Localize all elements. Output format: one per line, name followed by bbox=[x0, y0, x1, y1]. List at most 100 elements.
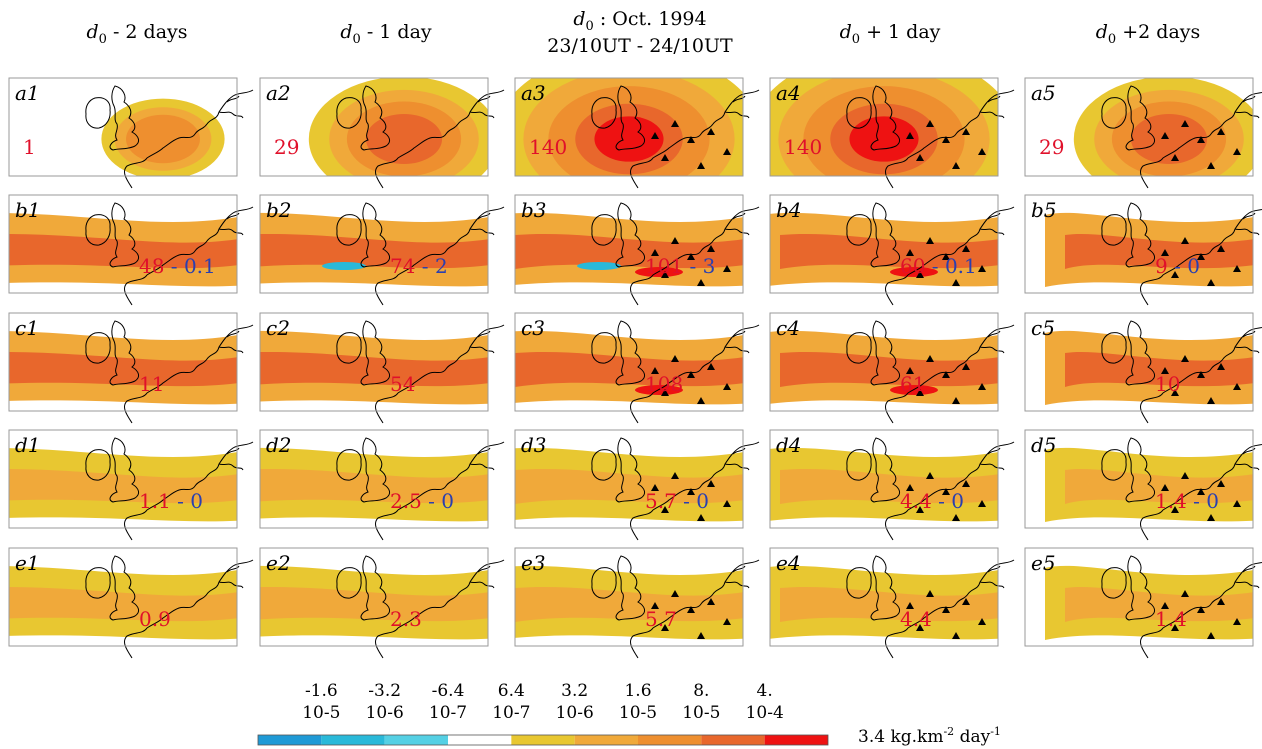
panel-frame bbox=[8, 194, 238, 294]
coastline-path bbox=[360, 85, 391, 151]
panel-label: c5 bbox=[1031, 316, 1055, 340]
panel-label: b3 bbox=[521, 198, 547, 222]
station-marker bbox=[707, 598, 715, 605]
coastline-path bbox=[336, 97, 362, 129]
panel-label: c2 bbox=[266, 316, 290, 340]
station-marker bbox=[661, 506, 669, 513]
coastline-path bbox=[1234, 228, 1260, 236]
panel-label: c4 bbox=[776, 316, 800, 340]
colorbar-tick-exponent: 10-5 bbox=[619, 703, 657, 723]
header-subscript: 0 bbox=[1108, 32, 1116, 47]
station-marker bbox=[1217, 128, 1225, 135]
coastline-path bbox=[336, 567, 362, 599]
station-marker bbox=[1171, 506, 1179, 513]
coastline-path bbox=[1242, 330, 1256, 338]
header-prefix: d bbox=[86, 21, 98, 43]
panel-value: 140 bbox=[529, 135, 567, 159]
station-marker bbox=[1197, 488, 1205, 495]
value-separator: - bbox=[677, 489, 696, 513]
column-header-date: 23/10UT - 24/10UT bbox=[547, 35, 733, 57]
coastline-path bbox=[987, 212, 1001, 220]
value-positive: 9 bbox=[1155, 254, 1168, 278]
field-inner bbox=[260, 233, 488, 269]
field-inner bbox=[515, 351, 743, 387]
station-marker bbox=[926, 590, 934, 597]
header-prefix: d bbox=[840, 21, 852, 43]
panel-frame bbox=[769, 312, 999, 412]
station-marker bbox=[1207, 162, 1215, 169]
value-positive: 140 bbox=[784, 135, 822, 159]
coastline-path bbox=[85, 214, 111, 246]
coastline-path bbox=[979, 111, 1005, 119]
colorbar-segment bbox=[321, 735, 385, 745]
panel-value: 4.4 bbox=[900, 607, 932, 631]
station-marker bbox=[651, 367, 659, 374]
station-marker bbox=[1233, 265, 1241, 272]
coastline-path bbox=[630, 441, 760, 541]
coastline-path bbox=[732, 330, 746, 338]
station-marker bbox=[661, 271, 669, 278]
field-inner bbox=[260, 351, 488, 387]
station-marker bbox=[687, 606, 695, 613]
coastline-path bbox=[375, 441, 505, 541]
panel-d4: d44.4 - 0 bbox=[769, 429, 1015, 541]
colorbar-unit: 3.4 kg.km-2 day-1 bbox=[858, 725, 1001, 747]
coastline-path bbox=[885, 89, 1015, 189]
station-marker bbox=[1161, 132, 1169, 139]
panel-value: 0.9 bbox=[139, 607, 171, 631]
coastline-path bbox=[1125, 202, 1156, 268]
coastline-path bbox=[124, 206, 254, 306]
coastline-path bbox=[987, 447, 1001, 455]
coastline-path bbox=[124, 89, 254, 189]
coastline-path bbox=[336, 214, 362, 246]
station-marker bbox=[661, 154, 669, 161]
coastline-path bbox=[885, 206, 1015, 306]
station-marker bbox=[687, 488, 695, 495]
station-marker bbox=[723, 265, 731, 272]
unit-mid: day bbox=[954, 727, 990, 747]
panel-b5: b59 - 0 bbox=[1024, 194, 1262, 306]
colorbar-segment bbox=[638, 735, 702, 745]
concentration-field bbox=[770, 212, 998, 287]
station-marker bbox=[1181, 355, 1189, 362]
station-marker bbox=[707, 128, 715, 135]
coastline-path bbox=[336, 332, 362, 364]
header-prefix: d bbox=[340, 21, 352, 43]
value-separator: - bbox=[1168, 254, 1187, 278]
station-marker bbox=[942, 488, 950, 495]
coastline-path bbox=[85, 567, 111, 599]
field-inner bbox=[260, 468, 488, 504]
value-positive: 2.3 bbox=[390, 607, 422, 631]
station-marker bbox=[1233, 383, 1241, 390]
panel-frame bbox=[514, 312, 744, 412]
station-marker bbox=[723, 383, 731, 390]
concentration-field bbox=[770, 447, 998, 522]
station-marker bbox=[1233, 618, 1241, 625]
value-positive: 1.4 bbox=[1155, 607, 1187, 631]
station-marker bbox=[687, 136, 695, 143]
panel-value: 54 bbox=[390, 372, 415, 396]
concentration-field bbox=[1073, 78, 1253, 176]
panel-e2: e22.3 bbox=[259, 547, 505, 659]
coastline-path bbox=[124, 324, 254, 424]
coastline bbox=[1101, 437, 1262, 541]
coastline-path bbox=[979, 463, 1005, 471]
station-marker bbox=[697, 397, 705, 404]
coastline-path bbox=[979, 228, 1005, 236]
station-marker bbox=[671, 472, 679, 479]
panel-value: 60 - 0.1 bbox=[900, 254, 977, 278]
panel-value: 5.7 - 0 bbox=[645, 489, 709, 513]
panel-frame bbox=[1024, 312, 1254, 412]
value-positive: 4.4 bbox=[900, 489, 932, 513]
concentration-field bbox=[9, 448, 237, 522]
coastline-path bbox=[1234, 111, 1260, 119]
concentration-field bbox=[1045, 565, 1253, 640]
coastline-path bbox=[591, 567, 617, 599]
panel-label: a2 bbox=[266, 81, 291, 105]
value-negative: 0.1 bbox=[184, 254, 216, 278]
station-marker bbox=[697, 279, 705, 286]
panel-value: 74 - 2 bbox=[390, 254, 448, 278]
value-negative: 0 bbox=[441, 489, 454, 513]
